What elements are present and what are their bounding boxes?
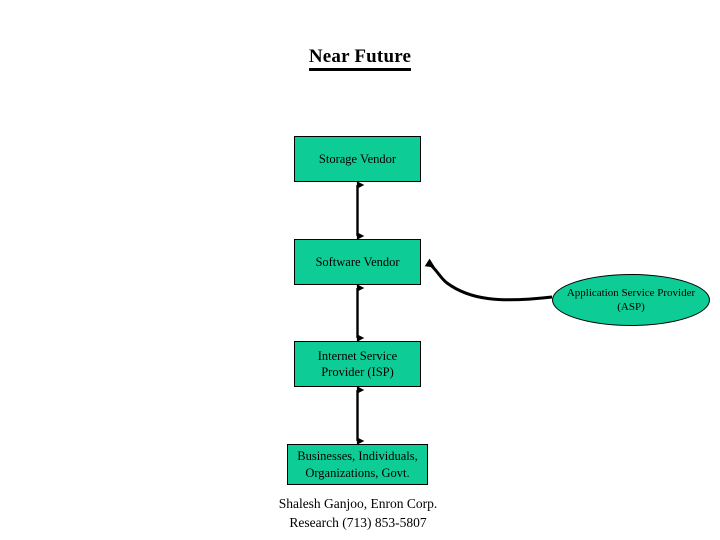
node-application-service-provider[interactable]: Application Service Provider (ASP): [552, 274, 710, 326]
author-credit: Shalesh Ganjoo, Enron Corp. Research (71…: [278, 496, 438, 531]
page-title-text: Near Future: [308, 46, 412, 71]
connector-asp-to-software: [424, 258, 553, 302]
node-internet-service-provider[interactable]: Internet Service Provider (ISP): [294, 341, 421, 387]
page-title: Near Future: [0, 46, 720, 71]
node-customers[interactable]: Businesses, Individuals, Organizations, …: [287, 444, 428, 485]
node-storage-vendor[interactable]: Storage Vendor: [294, 136, 421, 182]
node-software-vendor[interactable]: Software Vendor: [294, 239, 421, 285]
